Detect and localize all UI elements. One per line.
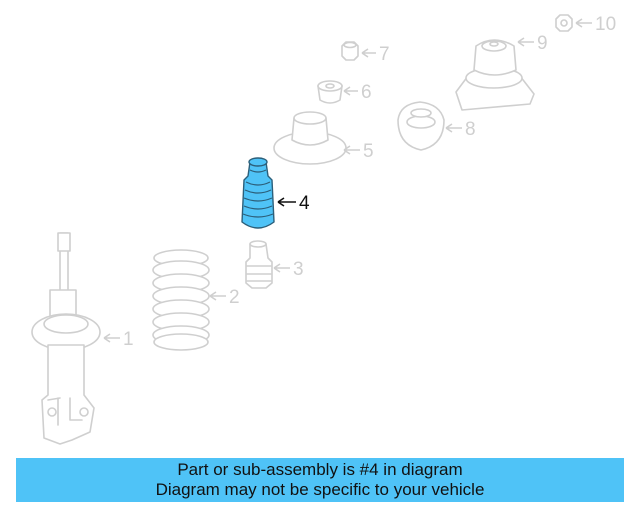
callout-5: 5 <box>363 141 374 162</box>
callout-3: 3 <box>293 259 304 280</box>
part-10-nut <box>555 14 573 32</box>
arrow-10 <box>575 18 592 28</box>
part-9-strut-mount <box>455 39 535 111</box>
arrow-2 <box>209 291 226 301</box>
banner-line-part-number: Part or sub-assembly is #4 in diagram <box>177 460 463 479</box>
info-banner: Part or sub-assembly is #4 in diagram Di… <box>16 458 624 502</box>
arrow-1 <box>103 333 120 343</box>
arrow-9 <box>517 37 534 47</box>
banner-line-disclaimer: Diagram may not be specific to your vehi… <box>155 480 485 499</box>
callout-labels: 1 2 3 4 5 6 7 8 9 10 <box>123 14 616 350</box>
callout-4: 4 <box>299 193 310 214</box>
arrow-6 <box>343 86 358 96</box>
part-2-coil-spring <box>152 249 210 351</box>
part-8-upper-bushing <box>397 101 445 151</box>
arrow-8 <box>445 123 462 133</box>
callout-6: 6 <box>361 82 372 103</box>
callout-2: 2 <box>229 287 240 308</box>
callout-8: 8 <box>465 119 476 140</box>
callout-10: 10 <box>595 14 616 35</box>
part-1-strut <box>31 232 101 445</box>
arrow-4 <box>277 197 296 207</box>
part-3-bump-stop <box>245 240 273 289</box>
callout-arrows <box>103 18 592 343</box>
parts-diagram: 1 2 3 4 5 6 7 8 9 10 <box>31 14 616 445</box>
part-6-bushing <box>317 80 343 104</box>
arrow-5 <box>343 145 360 155</box>
arrow-3 <box>273 263 290 273</box>
part-5-spring-seat <box>273 111 347 165</box>
callout-7: 7 <box>379 44 390 65</box>
arrow-7 <box>361 48 376 58</box>
part-7-nut <box>341 41 359 61</box>
callout-1: 1 <box>123 329 134 350</box>
callout-9: 9 <box>537 33 548 54</box>
part-4-dust-boot <box>241 157 275 229</box>
